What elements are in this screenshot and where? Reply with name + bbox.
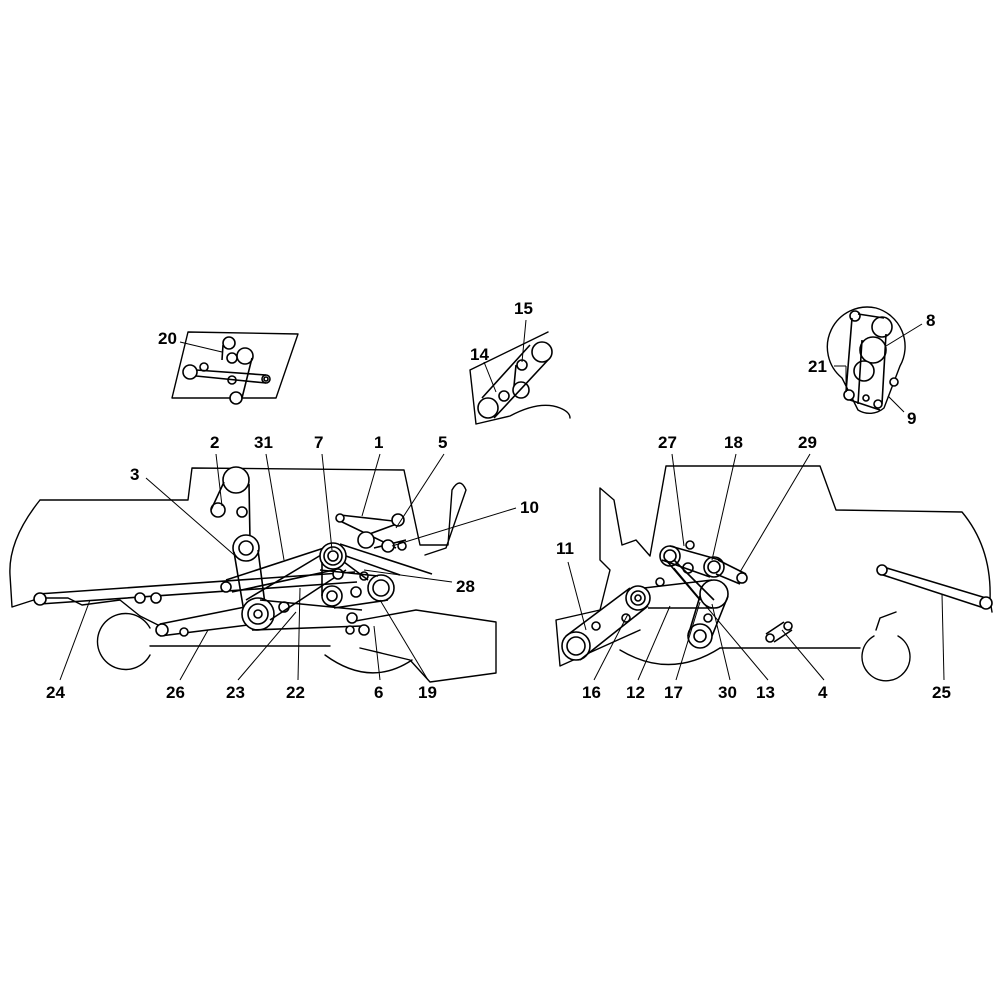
pulley-group-2 (210, 466, 251, 541)
callout-6: 6 (374, 683, 383, 702)
callout-19: 19 (418, 683, 437, 702)
left-side-view (9, 466, 497, 683)
belt-3 (232, 534, 267, 613)
belt-24 (33, 571, 358, 606)
callout-9: 9 (907, 409, 916, 428)
callout-24: 24 (46, 683, 65, 702)
callout-8: 8 (926, 311, 935, 330)
right-side-view (555, 465, 993, 682)
callout-28: 28 (456, 577, 475, 596)
callout-23: 23 (226, 683, 245, 702)
belt-26 (155, 605, 257, 637)
callout-labels: 20 15 14 8 21 9 2 31 7 1 5 3 10 28 24 26… (46, 299, 951, 702)
callout-16: 16 (582, 683, 601, 702)
callout-3: 3 (130, 465, 139, 484)
callout-18: 18 (724, 433, 743, 452)
callout-31: 31 (254, 433, 273, 452)
callout-15: 15 (514, 299, 533, 318)
callout-25: 25 (932, 683, 951, 702)
callout-14: 14 (470, 345, 489, 364)
callout-7: 7 (314, 433, 323, 452)
pulley-18-27 (659, 540, 748, 585)
pulley-13-30 (665, 559, 729, 649)
callout-2: 2 (210, 433, 219, 452)
callout-29: 29 (798, 433, 817, 452)
callout-22: 22 (286, 683, 305, 702)
callout-1: 1 (374, 433, 383, 452)
callout-27: 27 (658, 433, 677, 452)
callout-12: 12 (626, 683, 645, 702)
callout-21: 21 (808, 357, 827, 376)
callout-11: 11 (556, 539, 574, 558)
belt-25 (876, 564, 993, 610)
inset-20 (171, 331, 299, 405)
callout-4: 4 (818, 683, 828, 702)
callout-30: 30 (718, 683, 737, 702)
belts-22-31 (220, 547, 370, 636)
leader-lines (59, 319, 945, 681)
callout-20: 20 (158, 329, 177, 348)
belt-4 (765, 621, 793, 643)
pulley-7-cluster (319, 542, 433, 609)
belt-1-5 (335, 513, 407, 553)
callout-26: 26 (166, 683, 185, 702)
inset-14-15 (469, 331, 571, 425)
callout-13: 13 (756, 683, 775, 702)
callout-17: 17 (664, 683, 683, 702)
callout-10: 10 (520, 498, 539, 517)
inset-8-21-9 (826, 306, 906, 414)
callout-5: 5 (438, 433, 447, 452)
pulley-23 (241, 597, 290, 631)
pulley-12-16-11 (561, 577, 713, 661)
